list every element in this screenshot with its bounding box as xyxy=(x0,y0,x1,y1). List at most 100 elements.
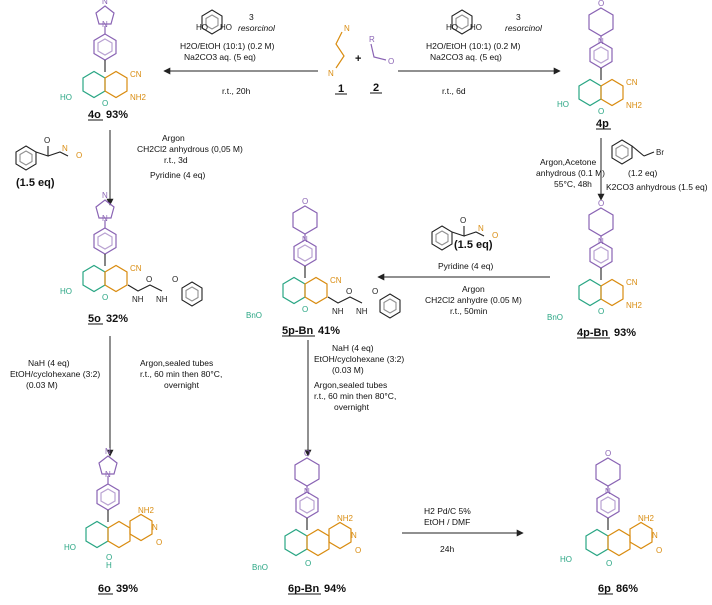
svg-text:HO: HO xyxy=(60,93,72,102)
compound-6p-bn: BnO O NH2 N O 6p-Bn 94% xyxy=(252,448,361,595)
compound-5o-yield: 32% xyxy=(106,313,128,325)
svg-text:CN: CN xyxy=(130,264,142,273)
svg-text:r.t., 6d: r.t., 6d xyxy=(442,86,466,96)
atom-o: O xyxy=(388,57,394,66)
compound-4o-yield: 93% xyxy=(106,109,128,121)
svg-text:Argon: Argon xyxy=(462,284,485,294)
svg-text:O: O xyxy=(656,546,662,555)
compound-6p-bn-yield: 94% xyxy=(324,583,346,595)
svg-text:O: O xyxy=(44,136,50,145)
svg-text:HO: HO xyxy=(60,287,72,296)
svg-text:Argon,sealed tubes: Argon,sealed tubes xyxy=(314,380,387,390)
step-2-reagents: HO HO 3 resorcinol H2O/EtOH (10:1) (0.2 … xyxy=(398,9,561,96)
svg-text:O: O xyxy=(76,151,82,160)
svg-text:55°C, 48h: 55°C, 48h xyxy=(554,179,592,189)
svg-text:NH2: NH2 xyxy=(130,93,147,102)
svg-text:HO: HO xyxy=(64,543,76,552)
svg-text:NH2: NH2 xyxy=(138,506,155,515)
svg-text:H: H xyxy=(106,561,112,570)
compound-4o: HO O CN NH2 4o 93% xyxy=(60,0,147,121)
svg-text:CH2Cl2 anhydre (0.05 M): CH2Cl2 anhydre (0.05 M) xyxy=(425,295,522,305)
svg-text:O: O xyxy=(156,538,162,547)
svg-text:H2 Pd/C 5%: H2 Pd/C 5% xyxy=(424,506,471,516)
svg-text:CH2Cl2 anhydrous (0,05 M): CH2Cl2 anhydrous (0,05 M) xyxy=(137,144,243,154)
svg-text:CN: CN xyxy=(330,276,342,285)
svg-text:K2CO3 anhydrous (1.5 eq): K2CO3 anhydrous (1.5 eq) xyxy=(606,182,708,192)
svg-text:Br: Br xyxy=(656,148,664,157)
svg-text:CN: CN xyxy=(626,278,638,287)
compound-5p-bn: BnO O CN NH NH O O 5p-Bn 41% xyxy=(246,196,401,337)
svg-text:Pyridine (4 eq): Pyridine (4 eq) xyxy=(438,261,493,271)
svg-text:HO: HO xyxy=(470,23,482,32)
svg-text:N: N xyxy=(652,531,658,540)
svg-text:O: O xyxy=(346,287,352,296)
atom-n: N xyxy=(328,69,334,78)
svg-text:O: O xyxy=(102,99,108,108)
svg-text:O: O xyxy=(172,275,178,284)
svg-text:O: O xyxy=(606,559,612,568)
svg-text:O: O xyxy=(146,275,152,284)
svg-text:HO: HO xyxy=(560,555,572,564)
atom-n: N xyxy=(344,24,350,33)
compound-4p-bn: BnO O CN NH2 4p-Bn 93% xyxy=(547,198,643,339)
svg-text:CN: CN xyxy=(130,70,142,79)
compound-6o-yield: 39% xyxy=(116,583,138,595)
svg-text:O: O xyxy=(106,553,112,562)
svg-text:BnO: BnO xyxy=(252,563,268,572)
svg-text:(0.03 M): (0.03 M) xyxy=(332,365,364,375)
compound-4p-id: 4p xyxy=(596,118,609,130)
svg-text:Argon,Acetone: Argon,Acetone xyxy=(540,157,597,167)
starting-materials: N N 1 + R O 2 xyxy=(328,24,394,95)
svg-text:H2O/EtOH (10:1) (0.2 M): H2O/EtOH (10:1) (0.2 M) xyxy=(180,41,275,51)
compound-4p: HO O CN NH2 4p xyxy=(557,0,643,130)
svg-text:NaH (4 eq): NaH (4 eq) xyxy=(28,358,70,368)
svg-text:NH: NH xyxy=(356,307,368,316)
svg-text:O: O xyxy=(492,231,498,240)
r-group: R xyxy=(369,35,375,44)
step-6-reagents: NaH (4 eq) EtOH/cyclohexane (3:2) (0.03 … xyxy=(10,336,222,457)
svg-text:anhydrous (0.1 M): anhydrous (0.1 M) xyxy=(536,168,605,178)
step-4-reagents: Argon,Acetone anhydrous (0.1 M) 55°C, 48… xyxy=(536,138,708,201)
svg-text:O: O xyxy=(598,107,604,116)
svg-text:EtOH/cyclohexane (3:2): EtOH/cyclohexane (3:2) xyxy=(10,369,100,379)
step-3-reagents: O N O (1.5 eq) Argon CH2Cl2 anhydrous (0… xyxy=(15,130,243,206)
svg-text:O: O xyxy=(460,216,466,225)
svg-text:resorcinol: resorcinol xyxy=(505,23,543,33)
compound-6p: HO O NH2 N O 6p 86% xyxy=(560,448,662,595)
compound-1-label: 1 xyxy=(338,83,344,95)
svg-text:O: O xyxy=(302,305,308,314)
svg-text:N: N xyxy=(62,144,68,153)
compound-6o: HO O H NH2 N O 6o 39% xyxy=(64,446,162,595)
svg-text:O: O xyxy=(372,287,378,296)
svg-text:r.t., 60 min then 80°C,: r.t., 60 min then 80°C, xyxy=(314,391,396,401)
compound-6p-id: 6p xyxy=(598,583,611,595)
svg-text:r.t., 20h: r.t., 20h xyxy=(222,86,251,96)
svg-text:NH: NH xyxy=(332,307,344,316)
compound-5p-bn-yield: 41% xyxy=(318,325,340,337)
svg-text:r.t., 3d: r.t., 3d xyxy=(164,155,188,165)
svg-text:HO: HO xyxy=(557,100,569,109)
svg-text:NaH (4 eq): NaH (4 eq) xyxy=(332,343,374,353)
svg-text:Na2CO3 aq. (5 eq): Na2CO3 aq. (5 eq) xyxy=(184,52,256,62)
svg-text:HO: HO xyxy=(196,23,208,32)
compound-4p-bn-yield: 93% xyxy=(614,327,636,339)
compound-4o-id: 4o xyxy=(88,109,101,121)
step-8-reagents: H2 Pd/C 5% EtOH / DMF 24h xyxy=(402,506,524,554)
svg-text:O: O xyxy=(102,293,108,302)
svg-text:NH2: NH2 xyxy=(638,514,655,523)
svg-text:3: 3 xyxy=(516,12,521,22)
svg-text:NH: NH xyxy=(132,295,144,304)
compound-5o-id: 5o xyxy=(88,313,101,325)
svg-text:O: O xyxy=(355,546,361,555)
svg-text:24h: 24h xyxy=(440,544,454,554)
compound-5p-bn-id: 5p-Bn xyxy=(282,325,313,337)
svg-text:resorcinol: resorcinol xyxy=(238,23,276,33)
svg-text:(1.5 eq): (1.5 eq) xyxy=(16,177,55,189)
svg-text:CN: CN xyxy=(626,78,638,87)
svg-text:(1.2 eq): (1.2 eq) xyxy=(628,168,657,178)
svg-text:r.t., 60 min then 80°C,: r.t., 60 min then 80°C, xyxy=(140,369,222,379)
svg-text:HO: HO xyxy=(220,23,232,32)
svg-text:H2O/EtOH (10:1) (0.2 M): H2O/EtOH (10:1) (0.2 M) xyxy=(426,41,521,51)
svg-text:Pyridine (4 eq): Pyridine (4 eq) xyxy=(150,170,205,180)
